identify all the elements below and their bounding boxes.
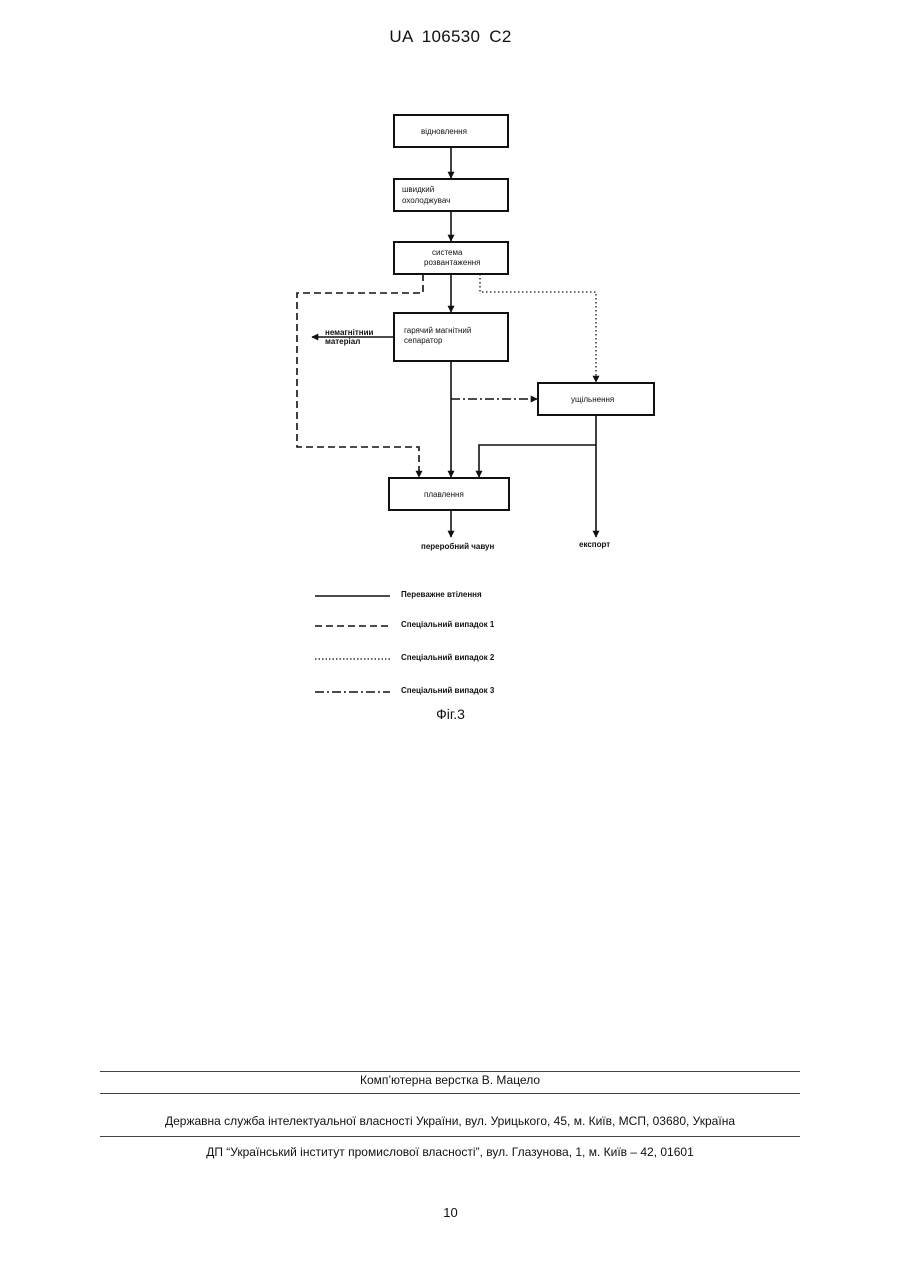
footer-rule-middle bbox=[100, 1093, 800, 1094]
nonmagnetic-label-line2: матеріал bbox=[325, 337, 360, 346]
legend-dotted-label: Спеціальний випадок 2 bbox=[401, 653, 495, 662]
footer-agency-address: Державна служба інтелектуальної власност… bbox=[100, 1114, 800, 1128]
box-discharge-label-line1: система bbox=[432, 248, 463, 257]
footer-institute-address: ДП “Український інститут промислової вла… bbox=[100, 1145, 800, 1159]
box-melting-label: плавлення bbox=[424, 490, 464, 499]
box-compaction-label: ущільнення bbox=[571, 395, 614, 404]
dashed-path-special-case-1 bbox=[297, 274, 423, 477]
footer-layout-credit: Комп’ютерна верстка В. Мацело bbox=[100, 1073, 800, 1087]
box-discharge-label-line2: розвантаження bbox=[424, 258, 481, 267]
dotted-path-special-case-2 bbox=[480, 274, 596, 382]
box-quench-label-line1: швидкий bbox=[402, 185, 434, 194]
box-recovery-label: відновлення bbox=[421, 127, 467, 136]
nonmagnetic-label-line1: немагнітнии bbox=[325, 328, 373, 337]
box-quench bbox=[394, 179, 508, 211]
legend-dashed-label: Спеціальний випадок 1 bbox=[401, 620, 495, 629]
export-label: експорт bbox=[579, 540, 610, 549]
legend-solid-label: Переважне втілення bbox=[401, 590, 482, 599]
figure-caption: Фіг.3 bbox=[0, 706, 901, 722]
footer-rule-top bbox=[100, 1071, 800, 1072]
legend: Переважне втілення Спеціальний випадок 1… bbox=[315, 590, 495, 695]
box-quench-label-line2: охолоджувач bbox=[402, 196, 450, 205]
footer-rule-bottom bbox=[100, 1136, 800, 1137]
pig-iron-label: переробний чавун bbox=[421, 542, 494, 551]
box-separator-label-line1: гарячий магнітний bbox=[404, 326, 471, 335]
arrow-compaction-to-melting bbox=[479, 445, 596, 477]
legend-dashdot-label: Спеціальний випадок 3 bbox=[401, 686, 495, 695]
box-separator-label-line2: сепаратор bbox=[404, 336, 443, 345]
page-number: 10 bbox=[0, 1205, 901, 1220]
